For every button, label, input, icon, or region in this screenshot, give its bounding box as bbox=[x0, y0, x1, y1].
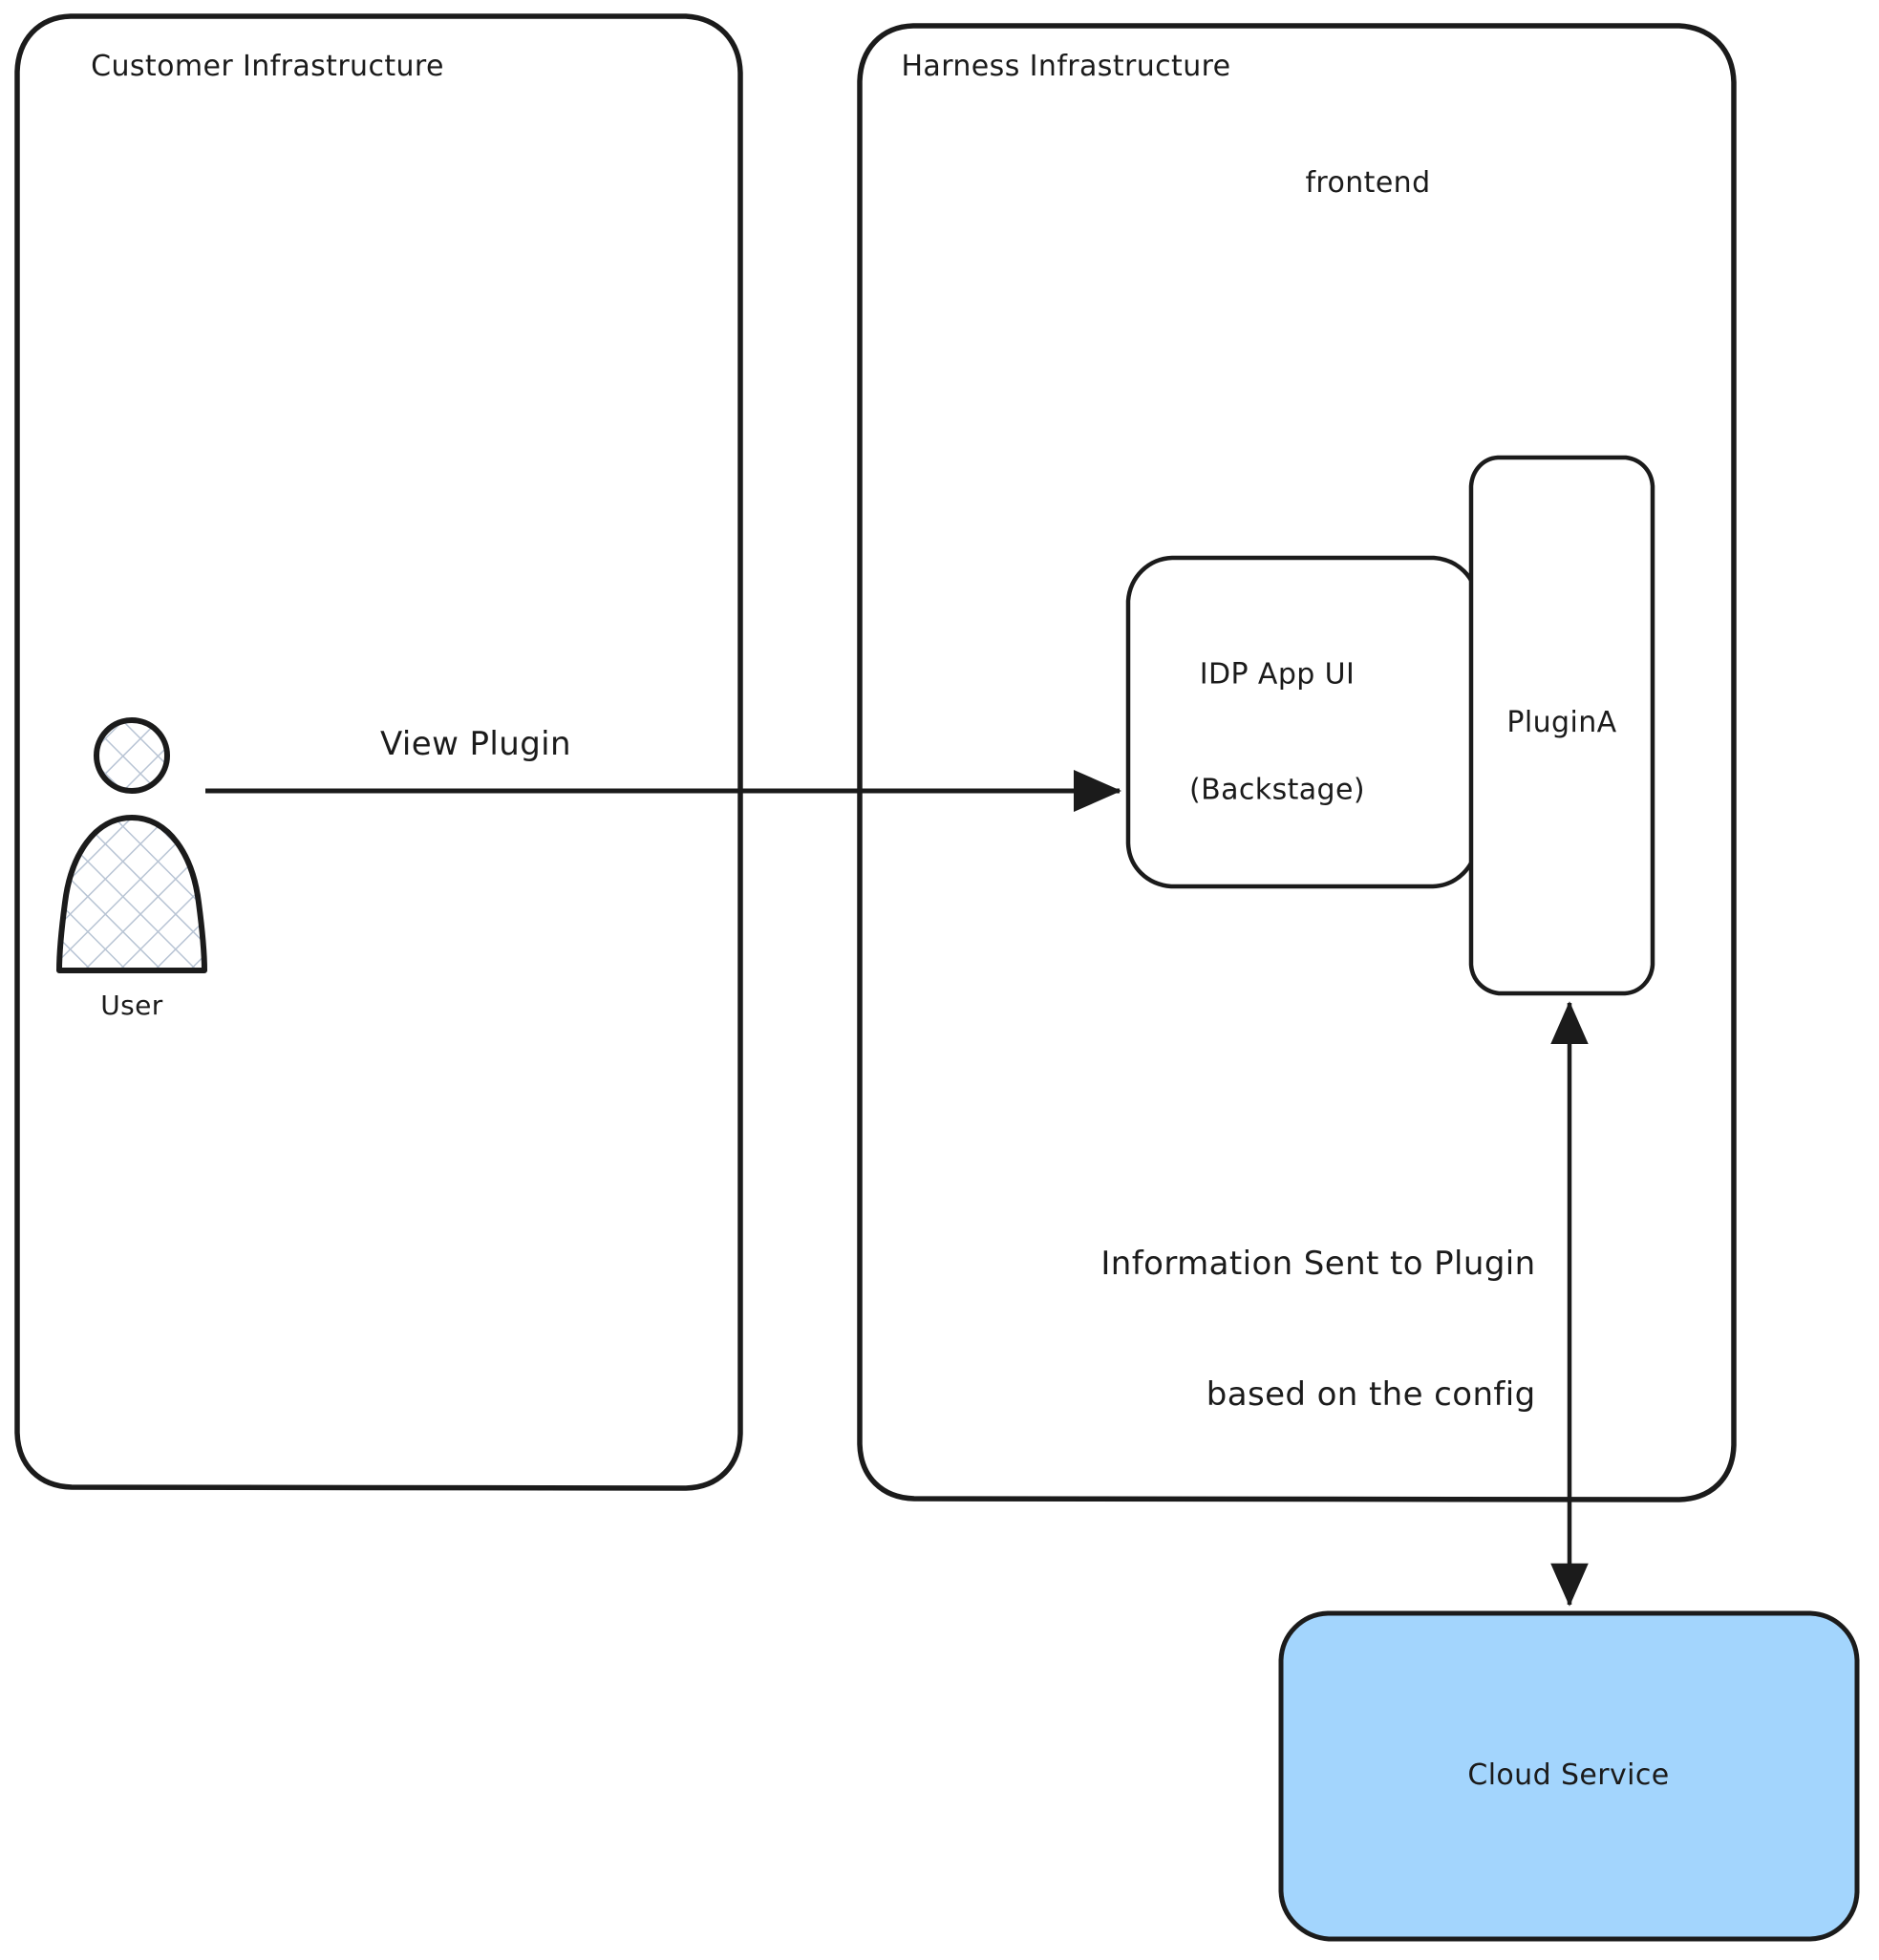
node-idp-app-ui-shape[interactable] bbox=[1125, 555, 1480, 889]
group-customer-infrastructure bbox=[14, 13, 743, 1491]
node-cloud-service-shape[interactable] bbox=[1278, 1610, 1860, 1942]
group-harness-infrastructure bbox=[857, 23, 1737, 1502]
actor-user-icon bbox=[56, 717, 207, 973]
node-plugin-a-shape[interactable] bbox=[1468, 455, 1655, 996]
